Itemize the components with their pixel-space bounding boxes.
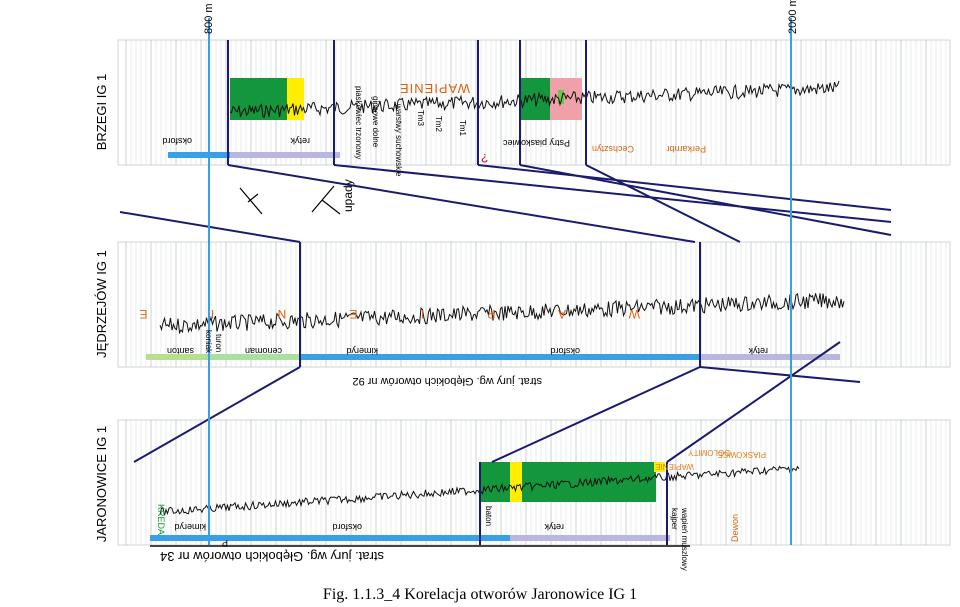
dip-label: upady	[341, 179, 355, 212]
corr-line-c	[477, 164, 892, 211]
corr-line-j	[699, 366, 861, 383]
jedrzejow-layer-word: W A P I E N I E	[110, 307, 640, 321]
brzegi-strat-label-tm2: Tm2	[434, 116, 443, 133]
brzegi-strat-label-piaskowiec: piaskowiec trzonowy	[354, 86, 363, 159]
jaronowice-side-label-piaskowce: PIASKOWCE	[718, 450, 766, 459]
brzegi-yellow-block	[287, 78, 304, 120]
brzegi-strat-label-pstry: Pstry piaskowiec	[502, 138, 570, 148]
jedrzejow-strat-bar-green	[146, 354, 204, 360]
jaronowice-well-name: JARONOWICE IG 1	[94, 426, 109, 542]
jaronowice-strat-label-wapien: wapień muszlowy	[680, 507, 689, 571]
jaronowice-strat-label-oksford: oksford	[332, 522, 362, 532]
jaronowice-strat-bar-blue-2	[480, 535, 510, 541]
jaronowice-footer: strat. jury wg. Głębokich otworów nr 34	[160, 549, 384, 564]
jedrzejow-strat-bar-lightgreen	[204, 354, 300, 360]
jaronowice-grid	[125, 420, 947, 545]
jaronowice-strat-label-dewon: Dewon	[730, 514, 740, 542]
brzegi-strat-bar-violet	[230, 152, 340, 158]
brzegi-strat-label-tm1: Tm1	[458, 120, 467, 137]
jedrzejow-well-name: JĘDRZEJÓW IG 1	[94, 250, 109, 358]
dip-symbols	[239, 185, 341, 215]
jedrzejow-log-curve	[159, 293, 845, 335]
brzegi-grid	[125, 40, 947, 165]
jedrzejow-strat-label-turon: turon	[214, 334, 223, 352]
corr-line-h	[491, 366, 701, 463]
jedrzejow-strat-label-retyk: retyk	[748, 346, 768, 356]
brzegi-strat-label-tm3: Tm3	[416, 110, 425, 127]
brzegi-strat-label-retyk: retyk	[290, 136, 310, 146]
dip-symbol-1	[239, 187, 263, 215]
jaronowice-yellow-block-1	[510, 462, 522, 502]
jedrzejow-strat-label-kimeryd: kimeryd	[346, 346, 378, 356]
brzegi-log-curve	[229, 80, 840, 118]
brzegi-layer-word: WAPIENIE	[399, 81, 470, 96]
jaronowice-pleistocene-label: P	[222, 538, 228, 548]
brzegi-question-mark: ?	[481, 151, 488, 165]
jedrzejow-grid	[125, 242, 947, 367]
jedrzejow-strat-bar-blue	[300, 354, 700, 360]
jaronowice-strat-label-kajper: kajper	[670, 508, 679, 530]
jedrzejow-strat-label-cenoman: cenoman	[245, 346, 282, 356]
brzegi-strat-label-perm: Perkarnbr	[666, 144, 706, 154]
jedrzejow-footer: strat. jury wg. Głębokich otworów nr 92	[352, 375, 542, 387]
brzegi-well-name: BRZEGI IG 1	[94, 74, 109, 151]
jaronowice-side-label-wapienie: WAPIENIE	[655, 462, 694, 471]
jedrzejow-panel	[117, 241, 951, 368]
jaronowice-yellow-block-2	[654, 462, 665, 472]
corr-line-g	[133, 366, 301, 463]
jedrzejow-strat-label-koniak: koniak	[204, 330, 213, 354]
dip-symbol-2	[311, 185, 335, 213]
jaronowice-strat-label-kimeryd: kimeryd	[174, 522, 206, 532]
jaronowice-strat-bar-blue	[150, 535, 480, 541]
jaronowice-strat-label-kreda: KREDA	[156, 504, 166, 535]
brzegi-strat-label-gipsowe: gipsowe dolne	[371, 96, 380, 148]
brzegi-small-green	[558, 90, 564, 104]
jedrzejow-strat-label-santon: santon	[167, 346, 194, 356]
jaronowice-strat-label-retyk: retyk	[544, 522, 564, 532]
brzegi-strat-bar-blue	[168, 152, 230, 158]
depth-label-800m: 800 m	[203, 3, 215, 34]
jedrzejow-strat-label-oksford: oksford	[550, 346, 580, 356]
correlation-lines	[119, 40, 892, 545]
corr-line-b	[333, 164, 892, 223]
brzegi-strat-label-cechsztyn: Cechsztyn	[592, 144, 634, 154]
jaronowice-base-line	[150, 545, 690, 547]
depth-label-2000m: 2000 m	[787, 0, 799, 34]
corr-line-d	[519, 164, 892, 236]
brzegi-strat-label-suchowskie: warstwy suchowskie	[394, 103, 403, 177]
figure-caption: Fig. 1.1.3_4 Korelacja otworów Jaronowic…	[322, 586, 638, 603]
jaronowice-strat-label-baton: baton	[484, 506, 493, 526]
corr-line-f	[227, 164, 696, 243]
jaronowice-strat-bar-violet	[510, 535, 670, 541]
dip-symbol-1-tick	[247, 193, 259, 203]
brzegi-strat-label-oksford: oksford	[162, 136, 192, 146]
corr-line-e	[585, 164, 741, 243]
dip-symbol-2-tick	[321, 199, 341, 215]
corr-line-i	[666, 341, 841, 463]
jaronowice-side-label-dolomity: DOLOMITY	[688, 448, 730, 457]
jedrzejow-strat-bar-violet	[700, 354, 840, 360]
